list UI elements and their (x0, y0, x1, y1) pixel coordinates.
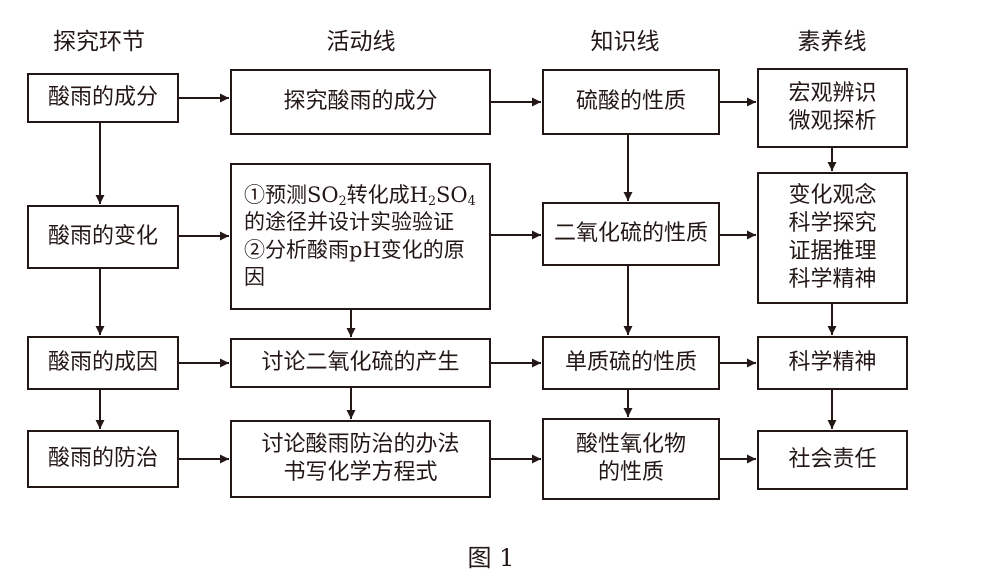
literacy-box-science-spirit: 科学精神 (757, 336, 908, 390)
activity-line: ②分析酸雨pH变化的原 (244, 237, 465, 262)
inquiry-box-prevention: 酸雨的防治 (27, 430, 179, 488)
inquiry-box-change: 酸雨的变化 (27, 205, 179, 269)
inquiry-box-cause: 酸雨的成因 (27, 336, 179, 390)
literacy-label: 科学精神 (788, 349, 877, 375)
header-inquiry: 探究环节 (53, 29, 145, 55)
activity-line: 的途径并设计实验验证 (244, 210, 454, 235)
activity-box-cause: 讨论二氧化硫的产生 (230, 338, 491, 388)
activity-line: 书写化学方程式 (283, 460, 438, 485)
inquiry-label: 酸雨的成分 (47, 84, 158, 110)
knowledge-box-sulfur-dioxide: 二氧化硫的性质 (542, 202, 720, 266)
inquiry-label: 酸雨的成因 (47, 349, 158, 375)
activity-line: ①预测SO2转化成H2SO4 (244, 182, 476, 209)
activity-line: 因 (244, 264, 265, 289)
knowledge-label: 单质硫的性质 (564, 349, 697, 375)
activity-box-prevention: 讨论酸雨防治的办法 书写化学方程式 (230, 420, 491, 498)
literacy-line: 科学探究 (788, 210, 877, 236)
literacy-line: 微观探析 (788, 109, 877, 134)
knowledge-box-sulfuric-acid: 硫酸的性质 (542, 69, 720, 135)
literacy-line: 证据推理 (788, 239, 877, 264)
inquiry-label: 酸雨的变化 (47, 223, 158, 249)
activity-box-change: ①预测SO2转化成H2SO4 的途径并设计实验验证 ②分析酸雨pH变化的原 因 (230, 163, 491, 310)
inquiry-box-composition: 酸雨的成分 (27, 73, 179, 123)
header-literacy: 素养线 (797, 29, 867, 55)
knowledge-label: 二氧化硫的性质 (553, 220, 708, 246)
activity-label: 讨论二氧化硫的产生 (261, 349, 460, 375)
literacy-box-social-responsibility: 社会责任 (757, 430, 908, 490)
knowledge-box-sulfur: 单质硫的性质 (542, 336, 720, 390)
header-knowledge: 知识线 (590, 29, 660, 55)
literacy-line: 宏观辨识 (788, 80, 877, 106)
inquiry-label: 酸雨的防治 (47, 445, 158, 471)
literacy-box-macro-micro: 宏观辨识 微观探析 (757, 68, 908, 148)
literacy-box-change-concept: 变化观念 科学探究 证据推理 科学精神 (757, 172, 908, 304)
knowledge-label: 硫酸的性质 (575, 88, 686, 114)
literacy-label: 社会责任 (788, 446, 877, 472)
activity-box-composition: 探究酸雨的成分 (230, 69, 491, 135)
activity-label: 探究酸雨的成分 (283, 88, 438, 114)
knowledge-box-acidic-oxide: 酸性氧化物 的性质 (542, 418, 720, 500)
knowledge-line: 酸性氧化物 (575, 431, 686, 457)
literacy-line: 科学精神 (788, 267, 877, 293)
header-activity: 活动线 (326, 29, 396, 55)
literacy-line: 变化观念 (788, 182, 877, 208)
knowledge-line: 的性质 (597, 460, 664, 485)
activity-line: 讨论酸雨防治的办法 (261, 431, 460, 457)
figure-caption: 图 1 (467, 544, 515, 572)
